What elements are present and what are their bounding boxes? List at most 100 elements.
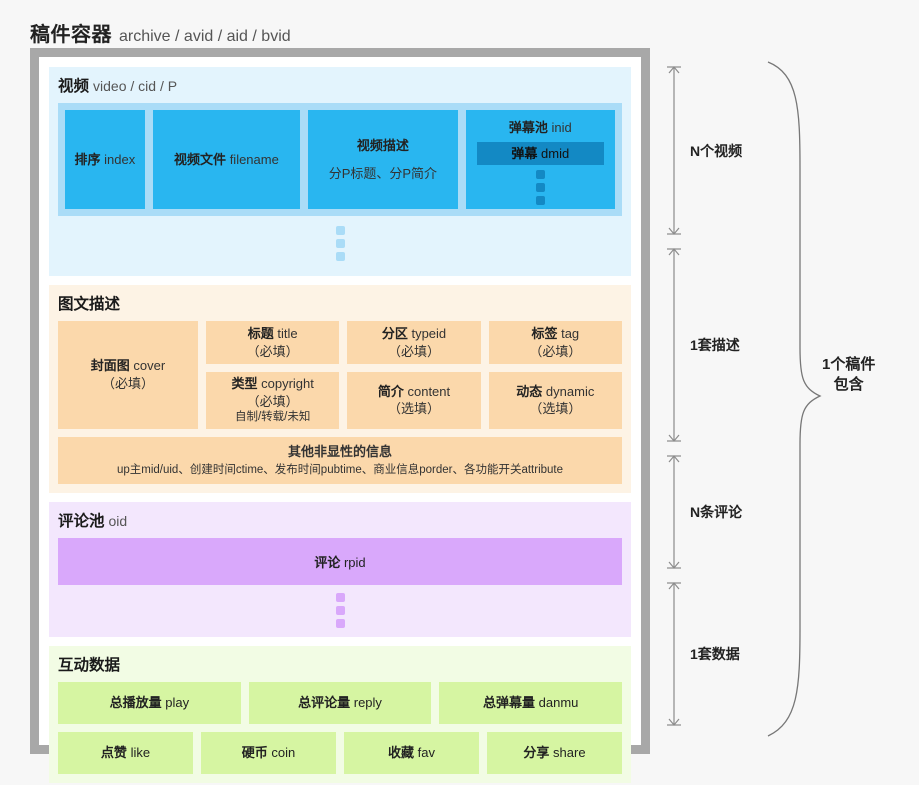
inter-box-share-en: share [553, 745, 586, 761]
video-box-filename-label: 视频文件 filename [174, 151, 279, 169]
desc-box-typeid-label: 分区 typeid [382, 325, 446, 343]
page-title-en: archive / avid / aid / bvid [119, 28, 291, 45]
video-box-filename-en: filename [229, 151, 279, 167]
inter-box-reply-cn: 总评论量 [298, 695, 351, 711]
desc-box-content-cn: 简介 [377, 383, 404, 399]
desc-box-typeid[interactable]: 分区 typeid （必填） [347, 321, 481, 365]
desc-box-tag-label: 标签 tag [531, 325, 579, 343]
section-video-header-en: video / cid / P [93, 78, 178, 94]
danmu-item[interactable]: 弹幕 dmid [476, 141, 604, 166]
section-comment-header-cn: 评论池 [58, 513, 105, 531]
section-description: 图文描述 封面图 cover （必填） 标题 title [49, 285, 631, 494]
inter-box-coin-en: coin [271, 745, 296, 761]
desc-box-dynamic-req: （选填） [529, 401, 582, 417]
desc-box-typeid-cn: 分区 [381, 326, 408, 342]
other-info-title: 其他非显性的信息 [287, 443, 392, 459]
desc-box-dynamic[interactable]: 动态 dynamic （选填） [488, 372, 622, 429]
description-row-1: 标题 title （必填） 分区 typeid （必填） [206, 321, 622, 365]
desc-box-dynamic-cn: 动态 [516, 383, 543, 399]
comment-item-cn: 评论 [314, 555, 341, 571]
desc-box-tag[interactable]: 标签 tag （必填） [488, 321, 622, 365]
page-title: 稿件容器 archive / avid / aid / bvid [30, 18, 291, 47]
video-box-index-en: index [104, 151, 136, 167]
desc-box-title-cn: 标题 [247, 326, 274, 342]
interaction-row-1: 总播放量 play 总评论量 reply 总弹幕量 danmu [58, 682, 623, 725]
measure-videos: N个视频 [658, 63, 778, 238]
desc-box-content[interactable]: 简介 content （选填） [347, 372, 481, 429]
inter-box-like-cn: 点赞 [100, 745, 127, 761]
desc-box-title-en: title [277, 326, 298, 342]
desc-box-content-label: 简介 content [378, 383, 450, 401]
description-row-2: 类型 copyright （必填） 自制/转载/未知 简介 content （ [206, 372, 622, 429]
section-interaction: 互动数据 总播放量 play 总评论量 reply 总弹幕量 [49, 646, 631, 784]
archive-brace-icon [748, 48, 828, 754]
desc-box-copyright-note: 自制/转载/未知 [234, 411, 311, 424]
inter-box-like-en: like [130, 745, 151, 761]
desc-box-title[interactable]: 标题 title （必填） [206, 321, 340, 365]
desc-box-copyright-cn: 类型 [231, 376, 258, 392]
inter-box-like[interactable]: 点赞 like [58, 732, 193, 775]
video-box-description-title: 视频描述 [356, 138, 409, 153]
section-comment-header-en: oid [108, 513, 128, 530]
desc-box-copyright-req: （必填） [246, 393, 299, 409]
danmu-item-cn: 弹幕 [511, 145, 538, 161]
description-columns: 标题 title （必填） 分区 typeid （必填） [206, 321, 622, 429]
inter-box-fav[interactable]: 收藏 fav [344, 732, 479, 775]
measure-description-arrow-icon [664, 245, 684, 445]
description-grid: 封面图 cover （必填） 标题 title （必填） [58, 321, 622, 429]
video-box-index[interactable]: 排序 index [65, 110, 145, 210]
desc-box-tag-cn: 标签 [531, 326, 558, 342]
desc-box-cover-req: （必填） [101, 375, 154, 391]
video-box-filename[interactable]: 视频文件 filename [152, 110, 301, 210]
danmu-pool-en: inid [551, 120, 572, 135]
desc-box-dynamic-en: dynamic [545, 383, 595, 399]
measure-videos-label: N个视频 [690, 142, 743, 159]
inter-box-share[interactable]: 分享 share [487, 732, 622, 775]
desc-box-other-info[interactable]: 其他非显性的信息 up主mid/uid、创建时间ctime、发布时间pubtim… [58, 436, 622, 485]
measure-comments-arrow-icon [664, 452, 684, 572]
inter-box-danmu[interactable]: 总弹幕量 danmu [439, 682, 623, 725]
brace-label-line2: 包含 [833, 376, 864, 394]
measure-comments: N条评论 [658, 452, 778, 572]
desc-box-cover-cn: 封面图 [90, 358, 130, 374]
desc-box-copyright-label: 类型 copyright [231, 375, 313, 393]
page-title-cn: 稿件容器 [30, 24, 112, 46]
measure-data-label: 1套数据 [690, 646, 740, 662]
inter-box-fav-cn: 收藏 [388, 745, 415, 761]
desc-box-content-en: content [407, 383, 451, 399]
inter-box-fav-en: fav [417, 745, 435, 761]
video-box-index-cn: 排序 [74, 151, 101, 167]
inter-box-play-label: 总播放量 play [110, 694, 190, 712]
video-box-danmu-pool[interactable]: 弹幕池 inid 弹幕 dmid [465, 110, 615, 210]
inter-box-like-label: 点赞 like [101, 744, 150, 762]
video-band: 排序 index 视频文件 filename 视频描述 分P标题、分P简介 [58, 103, 622, 217]
inter-box-danmu-en: danmu [538, 695, 579, 711]
inter-box-play-cn: 总播放量 [109, 695, 162, 711]
desc-box-content-req: （选填） [387, 401, 440, 417]
desc-box-title-req: （必填） [246, 343, 299, 359]
inter-box-danmu-cn: 总弹幕量 [482, 695, 535, 711]
section-description-header: 图文描述 [58, 296, 121, 314]
video-box-description[interactable]: 视频描述 分P标题、分P简介 [308, 110, 458, 210]
measure-data-arrow-icon [664, 579, 684, 729]
inter-box-reply-label: 总评论量 reply [298, 694, 382, 712]
danmu-repeat-dots-icon [535, 170, 545, 206]
inter-box-coin[interactable]: 硬币 coin [201, 732, 336, 775]
comment-item[interactable]: 评论 rpid [58, 538, 622, 586]
inter-box-reply[interactable]: 总评论量 reply [248, 682, 432, 725]
desc-box-cover-label: 封面图 cover [91, 357, 165, 375]
video-box-description-sub: 分P标题、分P简介 [328, 165, 438, 181]
interaction-row-2: 点赞 like 硬币 coin 收藏 fav [58, 732, 622, 775]
desc-box-copyright[interactable]: 类型 copyright （必填） 自制/转载/未知 [206, 372, 340, 429]
inter-box-play[interactable]: 总播放量 play [58, 682, 241, 725]
inter-box-share-cn: 分享 [523, 745, 550, 761]
danmu-item-en: dmid [541, 145, 570, 161]
brace-label-line1: 1个稿件 [822, 356, 876, 373]
desc-box-cover[interactable]: 封面图 cover （必填） [58, 321, 198, 429]
brace-label: 1个稿件 包含 [822, 355, 875, 396]
comment-item-en: rpid [343, 555, 366, 571]
